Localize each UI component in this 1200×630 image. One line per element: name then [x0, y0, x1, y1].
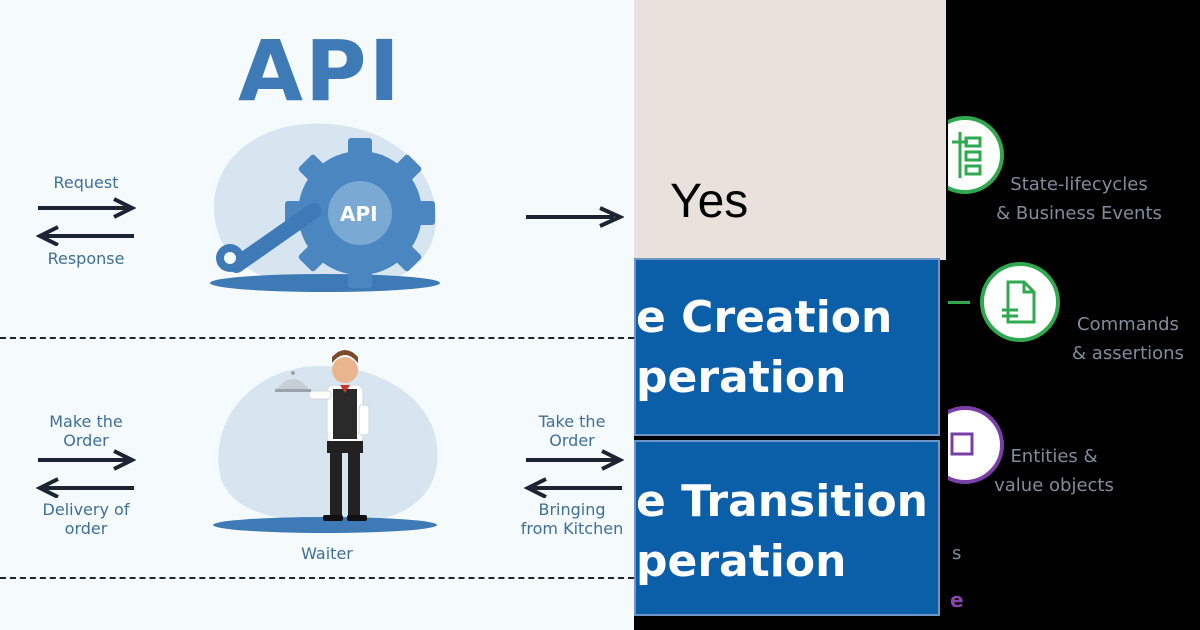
left-arrow-icon: [36, 225, 134, 246]
state-lifecycle-icon: [952, 132, 982, 178]
wrench-icon: [216, 203, 322, 273]
kitchen-arrows: [524, 449, 624, 498]
waiter-figure: [275, 350, 370, 521]
bringing-label: Bringing from Kitchen: [520, 500, 624, 538]
commands-circle: [980, 262, 1060, 342]
creation-operation-box: e Creation peration: [634, 258, 940, 436]
api-infographic-panel: API API Request Response: [0, 0, 634, 630]
shadow-ellipse: [213, 517, 437, 533]
entities-label: Entities & value objects: [994, 446, 1114, 496]
divider-top: [0, 337, 634, 339]
square-icon: [950, 432, 974, 456]
waiter-illustration: [213, 350, 438, 533]
request-response-arrows: [36, 197, 136, 246]
entities-circle: [948, 406, 1004, 484]
request-label: Request: [53, 173, 119, 192]
transition-operation-box: e Transition peration: [634, 440, 940, 616]
operation-panel: Yes e Creation peration e Transition per…: [634, 0, 948, 630]
divider-bottom: [0, 577, 634, 579]
left-arrow-icon: [36, 477, 134, 498]
gear-label: API: [340, 202, 378, 226]
left-arrow-icon: [524, 477, 622, 498]
state-lifecycle-label: State-lifecycles & Business Events: [996, 174, 1162, 224]
yes-text: Yes: [670, 175, 749, 228]
shadow-ellipse: [210, 274, 440, 292]
right-arrow-icon: [38, 197, 136, 219]
waiter-label: Waiter: [301, 544, 353, 563]
right-arrow-icon: [38, 449, 136, 471]
make-order-label: Make the Order: [49, 412, 123, 450]
partial-text-gray: s: [952, 543, 962, 564]
commands-label: Commands & assertions: [1072, 314, 1184, 364]
yes-box: Yes: [634, 0, 946, 260]
delivery-label: Delivery of order: [42, 500, 130, 538]
state-lifecycle-circle: [948, 116, 1004, 194]
right-arrow-icon: [526, 449, 624, 471]
connector-line: [948, 301, 970, 304]
take-order-label: Take the Order: [538, 412, 606, 450]
document-icon: [1002, 280, 1036, 324]
api-title: API: [238, 22, 402, 120]
domain-model-panel: State-lifecycles & Business Events Comma…: [948, 0, 1200, 630]
partial-text-purple: e: [950, 588, 964, 612]
order-arrows: [36, 449, 136, 498]
gear-wrench-illustration: [210, 123, 440, 292]
right-arrow-icon: [526, 206, 624, 228]
response-label: Response: [47, 249, 125, 268]
